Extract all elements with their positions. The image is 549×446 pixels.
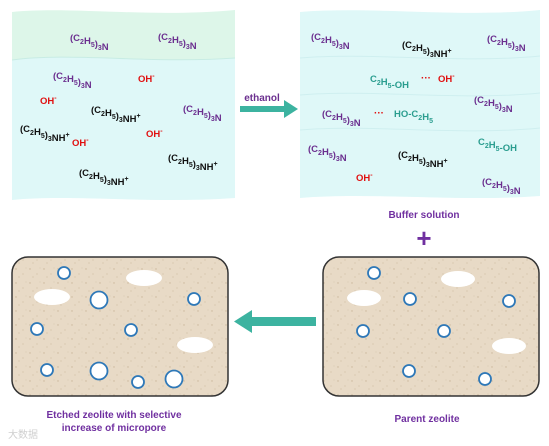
hydroxide-label: OH- bbox=[138, 73, 155, 85]
micropore bbox=[30, 322, 44, 336]
ammonium-cation-label: (C2H5)3NH+ bbox=[91, 105, 141, 125]
ethanol-molecule-label: HO-C2H5 bbox=[394, 109, 433, 125]
ammonium-cation-label: (C2H5)3NH+ bbox=[79, 168, 129, 188]
micropore bbox=[40, 363, 54, 377]
micropore bbox=[402, 364, 416, 378]
left-solution-panel bbox=[11, 10, 236, 200]
pore-large-void bbox=[177, 337, 213, 353]
ethanol-molecule-label: C2H5-OH bbox=[478, 137, 517, 154]
hydroxide-label: OH- bbox=[146, 128, 163, 140]
etching-arrow bbox=[234, 310, 316, 333]
pore-large-void bbox=[492, 338, 526, 354]
micropore bbox=[502, 294, 516, 308]
triethylamine-label: (C2H5)3N bbox=[183, 104, 222, 124]
left-panel-upper-band bbox=[12, 10, 235, 60]
parent-zeolite-caption: Parent zeolite bbox=[394, 414, 459, 425]
micropore bbox=[164, 369, 184, 389]
pore-large-void bbox=[347, 290, 381, 306]
etched-zeolite-caption-line2: increase of micropore bbox=[62, 423, 167, 434]
hydroxide-label: OH- bbox=[40, 95, 57, 107]
ammonium-cation-label: (C2H5)3NH+ bbox=[398, 150, 448, 170]
hydroxide-label: OH- bbox=[356, 172, 373, 184]
hydroxide-label: OH- bbox=[72, 137, 89, 149]
micropore bbox=[57, 266, 71, 280]
triethylamine-label: (C2H5)3N bbox=[308, 144, 347, 164]
ammonium-cation-label: (C2H5)3NH+ bbox=[168, 153, 218, 173]
micropore bbox=[187, 292, 201, 306]
micropore bbox=[437, 324, 451, 338]
ammonium-cation-label: (C2H5)3NH+ bbox=[402, 40, 452, 60]
pore-large-void bbox=[34, 289, 70, 305]
triethylamine-label: (C2H5)3N bbox=[70, 33, 109, 53]
micropore bbox=[367, 266, 381, 280]
pore-large-void bbox=[441, 271, 475, 287]
triethylamine-label: (C2H5)3N bbox=[322, 109, 361, 129]
micropore bbox=[131, 375, 145, 389]
etched-zeolite bbox=[11, 256, 229, 397]
triethylamine-label: (C2H5)3N bbox=[53, 71, 92, 91]
triethylamine-label: (C2H5)3N bbox=[311, 32, 350, 52]
ethanol-label: ethanol bbox=[244, 93, 280, 104]
buffer-solution-caption: Buffer solution bbox=[388, 210, 459, 221]
triethylamine-label: (C2H5)3N bbox=[474, 95, 513, 115]
hydroxide-label: OH- bbox=[438, 73, 455, 85]
etched-zeolite-caption-line1: Etched zeolite with selective bbox=[46, 410, 181, 421]
micropore bbox=[403, 292, 417, 306]
plus-sign: + bbox=[416, 223, 431, 253]
ammonium-cation-label: (C2H5)3NH+ bbox=[20, 124, 70, 144]
ethanol-molecule-label: C2H5-OH bbox=[370, 74, 409, 91]
triethylamine-label: (C2H5)3N bbox=[158, 32, 197, 52]
watermark: 大数据 bbox=[8, 428, 38, 441]
parent-zeolite bbox=[322, 256, 540, 397]
pore-large-void bbox=[126, 270, 162, 286]
micropore bbox=[124, 323, 138, 337]
hydrogen-bond-dots: ··· bbox=[421, 73, 431, 84]
species-labels: (C2H5)3N(C2H5)3N(C2H5)3NOH-OH-(C2H5)3NH+… bbox=[20, 32, 526, 197]
micropore bbox=[89, 361, 109, 381]
micropore bbox=[478, 372, 492, 386]
triethylamine-label: (C2H5)3N bbox=[487, 34, 526, 54]
right-solution-panel bbox=[299, 10, 541, 198]
micropore bbox=[356, 324, 370, 338]
left-panel-lower-band bbox=[12, 57, 235, 200]
hydrogen-bond-dots: ··· bbox=[374, 108, 384, 119]
ethanol-arrow bbox=[240, 100, 298, 118]
micropore bbox=[89, 290, 109, 310]
triethylamine-label: (C2H5)3N bbox=[482, 177, 521, 197]
